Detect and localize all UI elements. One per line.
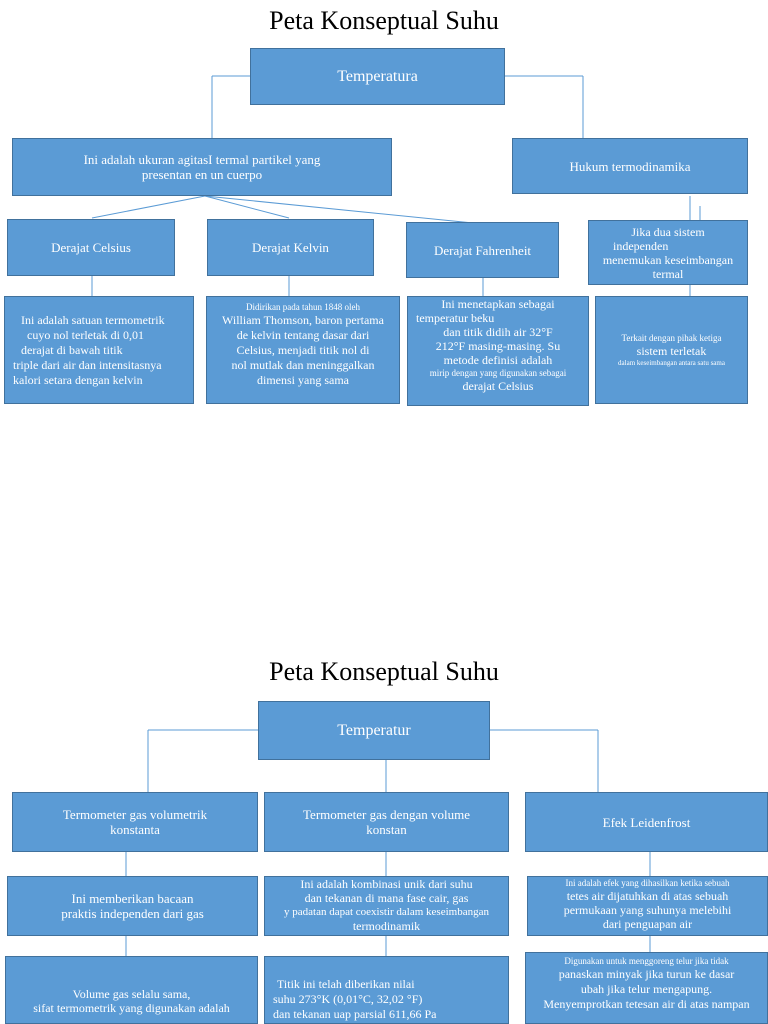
map2-leidenfrost-detail2-line: Menyemprotkan tetesan air di atas nampan bbox=[543, 997, 750, 1011]
map1-celsius-detail-node: Ini adalah satuan termometrik cuyo nol t… bbox=[4, 296, 194, 404]
map2-gas-const-line: Termometer gas dengan volume bbox=[303, 807, 470, 822]
map2-gas-const-detail-line: dan tekanan di mana fase cair, gas bbox=[304, 891, 469, 905]
map1-law-detail2-line: Terkait dengan pihak ketiga bbox=[621, 333, 722, 343]
map2-gas-vol-detail-node: Ini memberikan bacaan praktis independen… bbox=[7, 876, 258, 936]
map1-celsius-label: Derajat Celsius bbox=[51, 240, 131, 255]
map2-root-node: Temperatur bbox=[258, 701, 490, 760]
map2-leidenfrost-node: Efek Leidenfrost bbox=[525, 792, 768, 852]
map1-definition-node: Ini adalah ukuran agitasI termal partike… bbox=[12, 138, 392, 196]
map1-law-detail-line: independen bbox=[613, 238, 669, 253]
map1-definition-line: presentan en un cuerpo bbox=[141, 167, 263, 182]
map2-gas-vol-detail2-line: Volume gas selalu sama, bbox=[72, 987, 191, 1001]
map2-gas-const-line: konstan bbox=[366, 822, 407, 837]
map1-fahrenheit-detail-line: mirip dengan yang digunakan sebagai bbox=[429, 368, 567, 378]
map1-fahrenheit-detail-line: Ini menetapkan sebagai bbox=[441, 297, 555, 311]
map2-gas-const-detail-line: Ini adalah kombinasi unik dari suhu bbox=[300, 877, 473, 891]
map1-celsius-detail-line: Ini adalah satuan termometrik bbox=[21, 312, 165, 327]
map1-kelvin-detail-line: nol mutlak dan meninggalkan bbox=[231, 358, 375, 372]
map2-gas-const-detail2-line: Titik ini telah diberikan nilai bbox=[277, 977, 415, 991]
map1-kelvin-detail-line: dimensi yang sama bbox=[257, 373, 349, 387]
map2-gas-const-detail-line: termodinamik bbox=[352, 919, 421, 933]
map1-kelvin-detail-line: de kelvin tentang dasar dari bbox=[236, 328, 370, 342]
map2-gas-const-node: Termometer gas dengan volume konstan bbox=[264, 792, 509, 852]
map1-title: Peta Konseptual Suhu bbox=[269, 6, 499, 35]
map2-gas-const-detail2-line: dan tekanan uap parsial 611,66 Pa bbox=[273, 1007, 437, 1021]
map1-celsius-detail-line: cuyo nol terletak di 0,01 bbox=[27, 327, 144, 342]
map1-kelvin-detail-line: Celsius, menjadi titik nol di bbox=[236, 343, 370, 357]
map1-celsius-detail-line: kalori setara dengan kelvin bbox=[13, 372, 143, 387]
map2-leidenfrost-detail2-line: Digunakan untuk menggoreng telur jika ti… bbox=[564, 956, 729, 966]
map1-law-detail2-node: Terkait dengan pihak ketiga sistem terle… bbox=[595, 296, 748, 404]
map1-law-node: Hukum termodinamika bbox=[512, 138, 748, 194]
map2-gas-vol-node: Termometer gas volumetrik konstanta bbox=[12, 792, 258, 852]
map2-leidenfrost-detail2-line: ubah jika telur mengapung. bbox=[580, 982, 713, 996]
map1-root-node: Temperatura bbox=[250, 48, 505, 105]
map1-law-detail-node: Jika dua sistem independen menemukan kes… bbox=[588, 220, 748, 285]
map1-definition-line: Ini adalah ukuran agitasI termal partike… bbox=[83, 152, 321, 167]
map2-leidenfrost-detail-line: Ini adalah efek yang dihasilkan ketika s… bbox=[565, 878, 730, 888]
map1-kelvin-label: Derajat Kelvin bbox=[252, 240, 329, 255]
map2-gas-vol-detail-line: praktis independen dari gas bbox=[61, 906, 204, 921]
map1-root-label: Temperatura bbox=[337, 68, 418, 85]
map2-leidenfrost-detail2-node: Digunakan untuk menggoreng telur jika ti… bbox=[525, 952, 768, 1024]
map2-gas-const-detail-line: y padatan dapat coexistir dalam keseimba… bbox=[284, 906, 489, 918]
map1-fahrenheit-label: Derajat Fahrenheit bbox=[433, 242, 532, 258]
map2-leidenfrost-detail-line: dari penguapan air bbox=[602, 917, 693, 931]
map2-leidenfrost-detail-node: Ini adalah efek yang dihasilkan ketika s… bbox=[527, 876, 768, 936]
map1-fahrenheit-detail-line: dan titik didih air 32°F bbox=[443, 325, 553, 339]
map1-fahrenheit-detail-line: temperatur beku bbox=[416, 311, 495, 325]
map2-leidenfrost-detail-line: permukaan yang suhunya melebihi bbox=[563, 903, 732, 917]
map1-law-detail2-line: sistem terletak bbox=[636, 344, 707, 358]
map2-gas-vol-detail2-node: Volume gas selalu sama, sifat termometri… bbox=[5, 956, 258, 1024]
map2-leidenfrost-detail2-line: panaskan minyak jika turun ke dasar bbox=[558, 967, 735, 981]
map1-fahrenheit-detail-line: 212°F masing-masing. Su bbox=[435, 339, 561, 353]
map2-leidenfrost-label: Efek Leidenfrost bbox=[602, 814, 691, 830]
map2-gas-const-detail2-node: Titik ini telah diberikan nilai suhu 273… bbox=[264, 956, 509, 1024]
map1-kelvin-detail-node: Didirikan pada tahun 1848 oleh William T… bbox=[206, 296, 400, 404]
map1-law-detail-line: termal bbox=[652, 266, 684, 281]
map2-gas-const-detail2-line: suhu 273°K (0,01°C, 32,02 °F) bbox=[273, 992, 423, 1006]
map1-celsius-detail-line: derajat di bawah titik bbox=[21, 342, 123, 357]
map1-law-detail-line: Jika dua sistem bbox=[631, 224, 705, 239]
map1-law-detail-line: menemukan keseimbangan bbox=[602, 252, 734, 267]
map1-celsius-node: Derajat Celsius bbox=[7, 219, 175, 276]
map2-title: Peta Konseptual Suhu bbox=[269, 657, 499, 686]
map2-gas-vol-line: konstanta bbox=[110, 822, 160, 837]
map2-gas-vol-line: Termometer gas volumetrik bbox=[62, 807, 208, 822]
map1-fahrenheit-detail-line: metode definisi adalah bbox=[443, 353, 553, 367]
map1-law-label: Hukum termodinamika bbox=[569, 158, 691, 174]
map1-fahrenheit-node: Derajat Fahrenheit bbox=[406, 222, 559, 278]
map1-fahrenheit-detail-line: derajat Celsius bbox=[462, 379, 534, 393]
map2-gas-const-detail-node: Ini adalah kombinasi unik dari suhu dan … bbox=[264, 876, 509, 936]
map1-celsius-detail-line: triple dari air dan intensitasnya bbox=[13, 357, 162, 372]
map1-fahrenheit-detail-node: Ini menetapkan sebagai temperatur beku d… bbox=[407, 296, 589, 406]
map2-gas-vol-detail-line: Ini memberikan bacaan bbox=[71, 891, 194, 906]
map1-kelvin-detail-line: William Thomson, baron pertama bbox=[222, 313, 384, 327]
map1-kelvin-node: Derajat Kelvin bbox=[207, 219, 374, 276]
map1-kelvin-detail-line: Didirikan pada tahun 1848 oleh bbox=[246, 302, 360, 312]
map2-gas-vol-detail2-line: sifat termometrik yang digunakan adalah bbox=[33, 1001, 230, 1015]
map2-leidenfrost-detail-line: tetes air dijatuhkan di atas sebuah bbox=[566, 889, 729, 903]
map2-root-label: Temperatur bbox=[337, 722, 411, 739]
map1-law-detail2-line: dalam keseimbangan antara satu sama bbox=[618, 359, 725, 367]
